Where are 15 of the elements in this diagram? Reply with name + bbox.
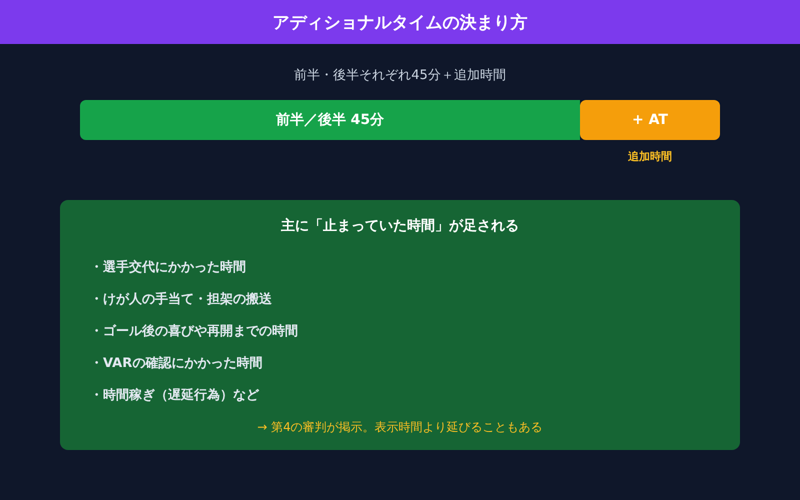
- list-item: ・時間稼ぎ（遅延行為）など: [90, 386, 259, 404]
- time-bar: [580, 100, 720, 140]
- info-panel: [60, 200, 740, 450]
- panel-heading: 主に「止まっていた時間」が足される: [280, 217, 520, 235]
- bar-label: + AT: [632, 112, 668, 128]
- bar-label: 前半／後半 45分: [276, 111, 384, 129]
- time-bar: [80, 100, 580, 140]
- list-item: ・ゴール後の喜びや再開までの時間: [90, 323, 298, 340]
- title-banner: アディショナルタイムの決まり方: [0, 0, 800, 44]
- subtitle: 前半・後半それぞれ45分＋追加時間: [293, 67, 507, 84]
- note-text: → 第4の審判が掲示。表示時間より延びることもある: [256, 419, 544, 436]
- list-item: ・けが人の手当て・担架の搬送: [90, 290, 272, 308]
- bar-caption: 追加時間: [627, 149, 673, 164]
- list-item: ・選手交代にかかった時間: [90, 258, 246, 276]
- list-item: ・VARの確認にかかった時間: [90, 355, 262, 372]
